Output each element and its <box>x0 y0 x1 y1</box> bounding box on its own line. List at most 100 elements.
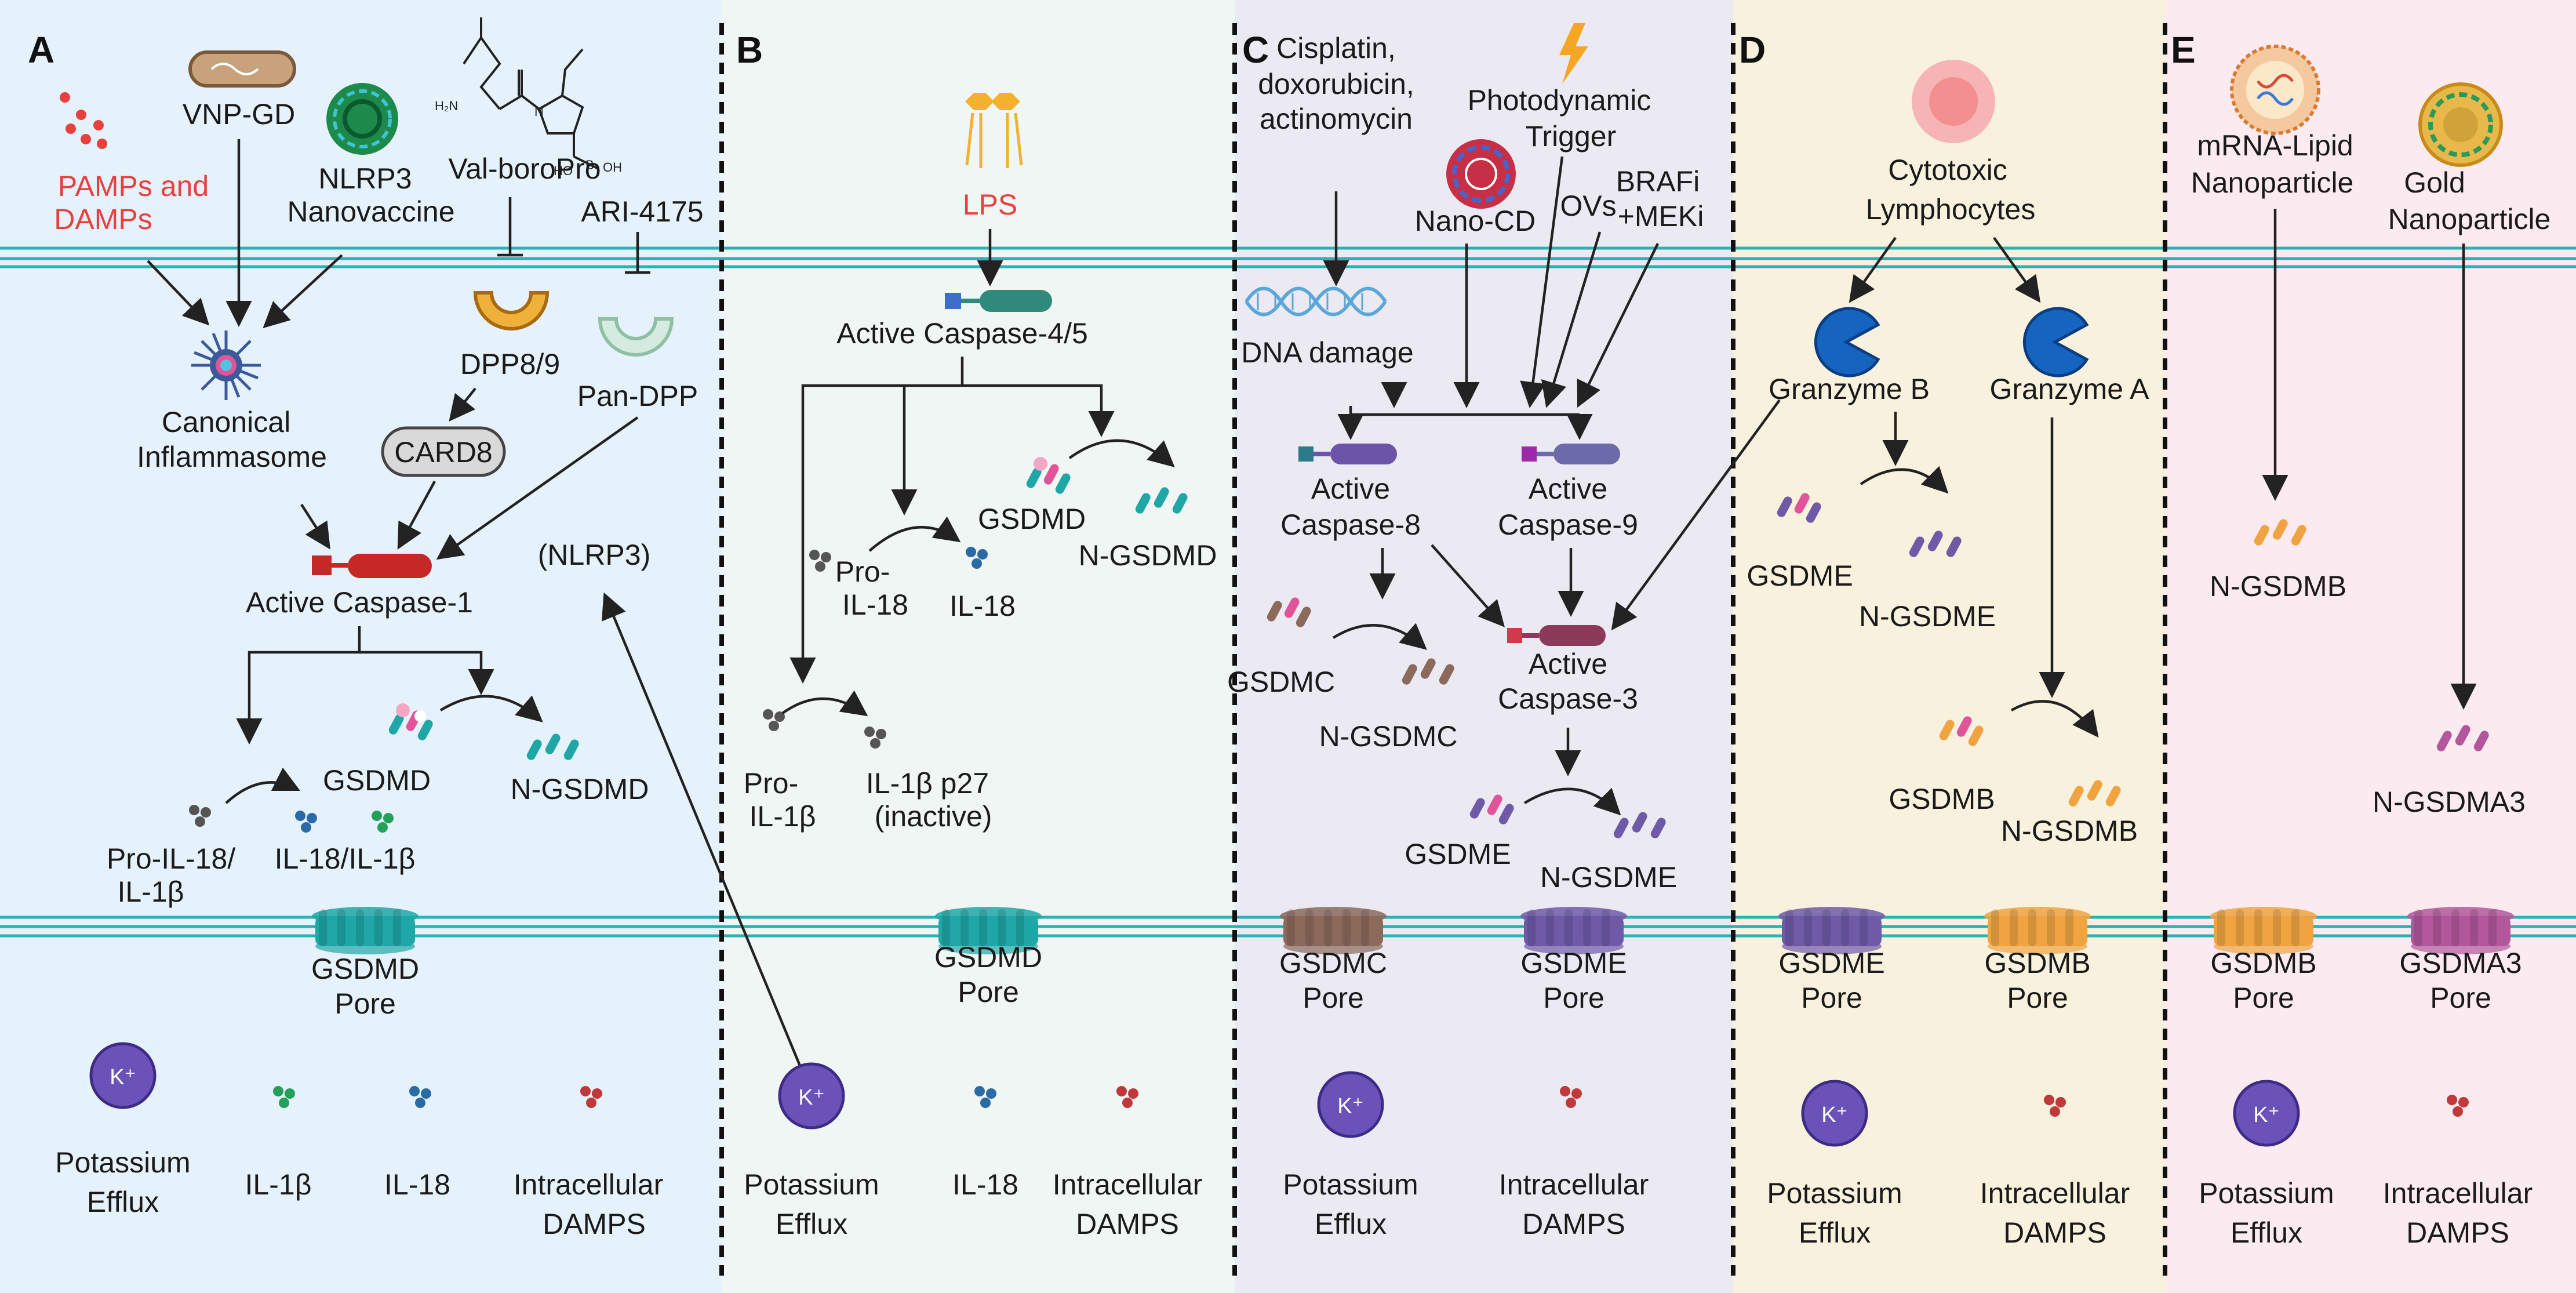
panel-dividers <box>719 23 2167 1276</box>
n-gsdmd-label-a: N-GSDMD <box>511 773 649 805</box>
gsdme-pore-label-d: GSDME <box>1778 947 1884 979</box>
gsdmc-label: GSDMC <box>1227 666 1335 698</box>
panel-a-arrows <box>147 139 805 1073</box>
svg-text:K⁺: K⁺ <box>2253 1103 2279 1127</box>
potassium-efflux-label-e: Potassium <box>2199 1177 2334 1210</box>
gsdmb-pore-label-e-2: Pore <box>2233 982 2294 1014</box>
pro-il18-label-b: Pro- <box>835 555 890 588</box>
n-gsdmb-label-d: N-GSDMB <box>2001 815 2138 847</box>
pan-dpp-icon <box>598 317 674 357</box>
drugs-label-1: Cisplatin, <box>1276 32 1396 64</box>
panel-a-letter: A <box>28 29 54 71</box>
panel-c-bg <box>1235 0 1733 1293</box>
n-gsdmb-label-e: N-GSDMB <box>2210 570 2346 602</box>
intracellular-damps-label-c: Intracellular <box>1499 1168 1649 1201</box>
granzyme-b-icon <box>1814 307 1880 377</box>
gsdmd-label-b: GSDMD <box>978 503 1086 535</box>
dna-damage-label: DNA damage <box>1241 336 1413 369</box>
canonical-inflammasome-label-2: Inflammasome <box>137 441 327 473</box>
il1b-p27-label-2: (inactive) <box>875 800 992 833</box>
panel-e-letter: E <box>2171 29 2196 71</box>
potassium-efflux-label-c-2: Efflux <box>1315 1208 1387 1240</box>
chem-ho-label: HO <box>554 164 573 178</box>
il18-il1b-label: IL-18/IL-1β <box>275 842 416 875</box>
gsdmd-pore-a-label: GSDMD <box>311 953 419 985</box>
pan-dpp-label: Pan-DPP <box>577 380 698 412</box>
gsdmd-pore-a-label-2: Pore <box>334 987 396 1020</box>
gsdmd-pore-b-label: GSDMD <box>934 941 1042 974</box>
gsdmd-full-icon-b <box>1025 457 1072 496</box>
gsdmc-pore-label-2: Pore <box>1302 982 1364 1014</box>
drugs-label-3: actinomycin <box>1260 103 1413 135</box>
potassium-efflux-label-d: Potassium <box>1767 1177 1902 1210</box>
panel-d-bg <box>1733 0 2165 1293</box>
panel-e-bg <box>2165 0 2576 1293</box>
active-caspase45-label: Active Caspase-4/5 <box>836 317 1088 350</box>
n-gsdmc-label: N-GSDMC <box>1319 720 1458 753</box>
gsdmb-pore-label-d: GSDMB <box>1984 947 2090 979</box>
il18-release-label-a: IL-18 <box>384 1168 450 1201</box>
dna-icon <box>1245 286 1387 317</box>
ari-4175-label: ARI-4175 <box>581 195 703 228</box>
pdt-label-1: Photodynamic <box>1468 84 1651 117</box>
svg-text:K⁺: K⁺ <box>1337 1094 1363 1118</box>
mrna-lnp-label-1: mRNA-Lipid <box>2197 129 2353 162</box>
panel-d-letter: D <box>1739 29 1766 71</box>
intracellular-damps-label-b: Intracellular <box>1053 1168 1202 1201</box>
potassium-icon-b: K⁺ <box>778 1062 845 1129</box>
il18-release-label-b: IL-18 <box>952 1168 1018 1201</box>
gsdma3-pore-label-2: Pore <box>2430 982 2491 1014</box>
potassium-efflux-label-e-2: Efflux <box>2231 1216 2302 1249</box>
nlrp3-nanovaccine-label-2: Nanovaccine <box>287 195 454 228</box>
gsdme-label-d: GSDME <box>1747 560 1853 592</box>
n-gsdme-label-d: N-GSDME <box>1859 600 1996 633</box>
panel-a-inhibitions <box>497 197 650 274</box>
potassium-efflux-label-b: Potassium <box>744 1168 879 1201</box>
lps-label: LPS <box>963 188 1018 221</box>
brafi-label-1: BRAFi <box>1616 165 1700 198</box>
potassium-efflux-label-b-2: Efflux <box>776 1208 847 1240</box>
gsdme-pore-label-c: GSDME <box>1520 947 1627 979</box>
caspase1-icon <box>312 554 432 578</box>
brafi-label-2: +MEKi <box>1618 200 1704 233</box>
potassium-efflux-label-d-2: Efflux <box>1799 1216 1871 1249</box>
gsdmd-pore-a-icon <box>312 907 419 954</box>
svg-text:K⁺: K⁺ <box>110 1065 136 1089</box>
active-caspase1-label: Active Caspase-1 <box>246 586 473 619</box>
il1b-p27-label: IL-1β p27 <box>866 767 989 800</box>
il1b-release-label: IL-1β <box>245 1168 312 1201</box>
cytotoxic-label-1: Cytotoxic <box>1888 154 2007 186</box>
potassium-icon-c: K⁺ <box>1317 1071 1384 1138</box>
pro-il18-il1b-label-2: IL-1β <box>118 876 184 908</box>
intracellular-damps-label-e-2: DAMPS <box>2406 1216 2509 1249</box>
card8-box <box>381 426 506 477</box>
caspase9-label-2: Caspase-9 <box>1498 509 1638 541</box>
caspase9-label-1: Active <box>1529 473 1607 505</box>
gsdmb-pore-label-e: GSDMB <box>2210 947 2316 979</box>
gsdme-label-c: GSDME <box>1405 838 1511 870</box>
caspase3-icon <box>1507 625 1606 646</box>
gsdmb-pore-label-d-2: Pore <box>2007 982 2068 1014</box>
panel-c-letter: C <box>1242 29 1269 71</box>
inflammasome-icon <box>191 330 261 400</box>
potassium-efflux-label-a-2: Efflux <box>87 1186 159 1218</box>
gsdmd-full-icon <box>387 703 435 742</box>
pro-il18-label-b-2: IL-18 <box>842 589 908 621</box>
cytotoxic-lymphocyte-icon <box>1912 60 1995 143</box>
pamps-damps-label: PAMPs and <box>58 170 209 202</box>
gold-nanoparticle-icon <box>2418 82 2503 167</box>
chem-n-label: N <box>534 104 544 119</box>
gsdme-pore-label-d-2: Pore <box>1801 982 1862 1014</box>
intracellular-damps-label-e: Intracellular <box>2383 1177 2533 1210</box>
caspase45-icon <box>945 290 1052 312</box>
upper-membrane <box>0 246 2576 268</box>
panel-e-arrows <box>2262 209 2477 710</box>
dpp89-label: DPP8/9 <box>460 348 560 380</box>
nano-cd-icon <box>1446 139 1516 209</box>
pro-il18-il1b-label: Pro-IL-18/ <box>107 842 235 875</box>
n-gsdme-label-c: N-GSDME <box>1540 861 1677 894</box>
caspase8-label-2: Caspase-8 <box>1280 509 1421 541</box>
gsdmc-pore-label: GSDMC <box>1279 947 1387 979</box>
val-boropro-label: Val-boroPro <box>448 152 601 185</box>
